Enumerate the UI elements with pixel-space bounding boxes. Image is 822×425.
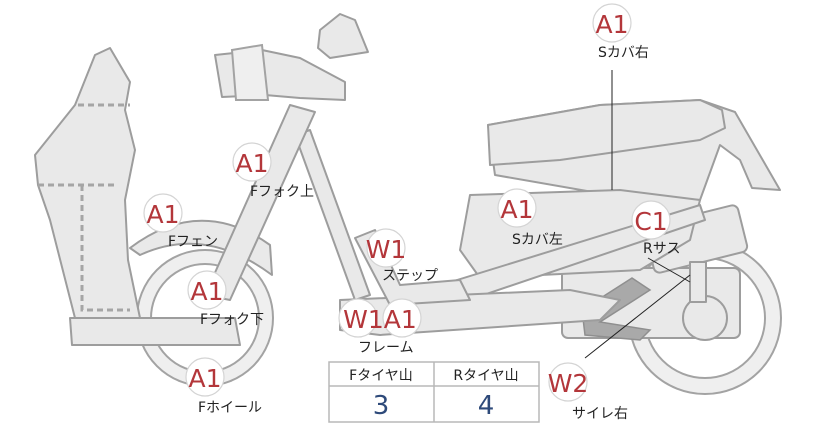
front-tire-value: 3 <box>373 391 390 421</box>
rear-tire-value: 4 <box>478 391 495 421</box>
grade-frame: W1A1 <box>343 305 417 334</box>
grade-r-suspension: C1 <box>634 207 667 236</box>
badge-r-suspension: C1 <box>631 200 671 240</box>
rear-wheel <box>561 241 782 395</box>
label-r-suspension: Rサス <box>643 241 680 257</box>
grade-f-wheel: A1 <box>188 364 221 393</box>
label-s-cover-right: Sカバ右 <box>598 45 649 61</box>
badge-f-fender: A1 <box>143 193 183 233</box>
front-tire-header: Fタイヤ山 <box>349 368 413 384</box>
badge-f-wheel: A1 <box>185 357 225 397</box>
label-step: ステップ <box>382 268 438 284</box>
label-f-wheel: Fホイール <box>198 400 262 416</box>
label-f-fork-upper: Fフォク上 <box>250 184 314 200</box>
grade-f-fork-upper: A1 <box>235 149 268 178</box>
badge-frame: W1A1 <box>338 298 422 338</box>
badge-step: W1 <box>366 228 407 268</box>
leader-line-muffler-right <box>584 274 691 359</box>
label-frame: フレーム <box>358 340 414 356</box>
grade-f-fork-lower: A1 <box>190 277 223 306</box>
badge-muffler-right: W2 <box>548 362 589 402</box>
grade-f-fender: A1 <box>146 200 179 229</box>
badge-f-fork-upper: A1 <box>232 142 272 182</box>
front-body <box>34 47 241 346</box>
tire-tread-table: Fタイヤ山 Rタイヤ山 3 4 <box>328 361 540 423</box>
badge-f-fork-lower: A1 <box>187 270 227 310</box>
handlebar-shape <box>214 13 369 101</box>
front-fork-shape <box>204 104 316 301</box>
grade-s-cover-right: A1 <box>595 10 628 39</box>
leader-line-r-suspension <box>647 257 691 283</box>
label-muffler-right: サイレ右 <box>572 406 628 422</box>
label-f-fork-lower: Fフォク下 <box>200 312 264 328</box>
badge-s-cover-right: A1 <box>592 3 632 43</box>
grade-muffler-right: W2 <box>548 369 589 398</box>
badge-s-cover-left: A1 <box>497 188 537 228</box>
label-s-cover-left: Sカバ左 <box>512 232 563 248</box>
grade-s-cover-left: A1 <box>500 195 533 224</box>
rear-tire-header: Rタイヤ山 <box>453 368 518 384</box>
grade-step: W1 <box>366 235 407 264</box>
rear-body <box>459 99 781 279</box>
label-f-fender: Fフェン <box>168 234 218 250</box>
